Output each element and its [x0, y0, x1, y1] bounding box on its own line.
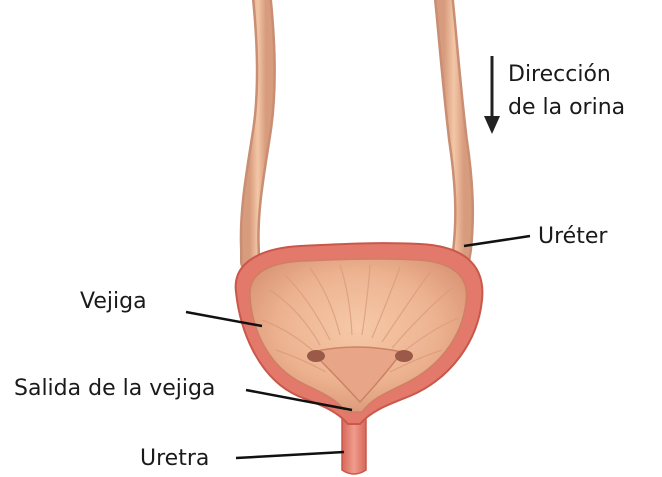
bladder-outlet-label: Salida de la vejiga: [14, 376, 215, 402]
right-ureteral-orifice: [395, 350, 413, 362]
urine-direction-line1: Dirección: [508, 58, 625, 91]
left-ureteral-orifice: [307, 350, 325, 362]
urine-direction-line2: de la orina: [508, 91, 625, 124]
urethra-label: Uretra: [140, 446, 209, 472]
urine-direction-label: Dirección de la orina: [508, 58, 625, 124]
urethra-leader-line: [236, 452, 344, 458]
bladder-label: Vejiga: [80, 289, 147, 315]
ureter-leader-line: [464, 236, 530, 246]
direction-arrow-head: [484, 116, 500, 134]
ureter-label: Uréter: [538, 224, 607, 250]
